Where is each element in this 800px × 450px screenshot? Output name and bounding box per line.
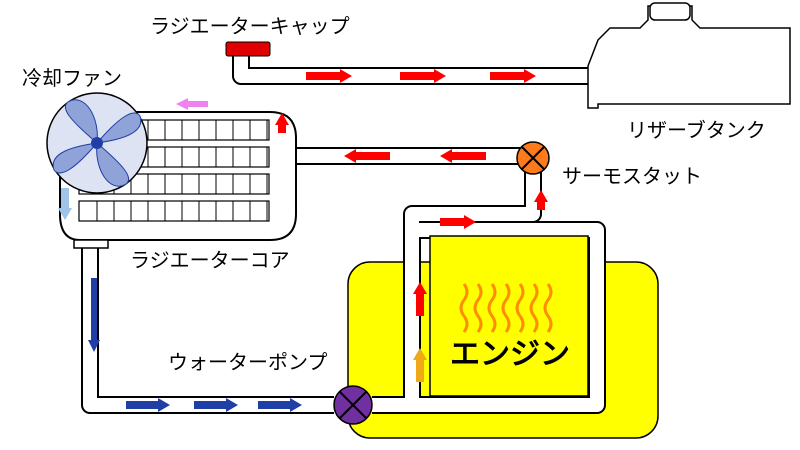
- thermostat-valve-icon: [516, 141, 550, 175]
- coolant-pipes: [81, 56, 606, 414]
- flow-arrow-radiator-down: [58, 188, 72, 220]
- flow-arrow-engine-top: [440, 215, 476, 229]
- heat-waves-icon: [459, 283, 553, 333]
- label-cooling-fan: 冷却ファン: [22, 66, 122, 90]
- reserve-tank-cap: [649, 2, 691, 21]
- water-pump-valve-icon: [333, 385, 373, 425]
- flow-arrows: [58, 69, 548, 412]
- engine-cavity: [429, 235, 589, 397]
- fan-icon: [46, 92, 148, 194]
- flow-arrow-to-radiator: [440, 149, 486, 163]
- flow-arrow-thermostat-inlet: [534, 190, 548, 210]
- flow-arrow-to-tank: [490, 69, 536, 83]
- flow-arrow-cool-right: [194, 398, 238, 412]
- radiator-cap-icon: [225, 41, 271, 57]
- flow-arrow-radiator-inlet: [275, 113, 289, 133]
- flow-arrow-cool-right: [258, 398, 302, 412]
- radiator-outlet: [73, 239, 109, 249]
- flow-arrow-cool-right: [126, 398, 170, 412]
- flow-arrow-engine-up-warm: [413, 348, 427, 382]
- label-radiator-cap: ラジエーターキャップ: [150, 14, 350, 38]
- flow-arrow-to-tank: [400, 69, 446, 83]
- flow-arrow-fan-air: [176, 98, 208, 110]
- label-water-pump: ウォーターポンプ: [168, 350, 328, 374]
- flow-arrow-engine-up: [413, 282, 427, 316]
- flow-arrow-to-tank: [306, 69, 352, 83]
- label-radiator-core: ラジエーターコア: [130, 248, 290, 272]
- label-thermostat: サーモスタット: [562, 164, 702, 188]
- flow-arrow-cool-down: [88, 278, 100, 352]
- label-reserve-tank: リザーブタンク: [627, 118, 766, 142]
- flow-arrow-to-radiator: [344, 149, 390, 163]
- reserve-tank: [587, 5, 791, 109]
- label-engine: エンジン: [450, 337, 570, 372]
